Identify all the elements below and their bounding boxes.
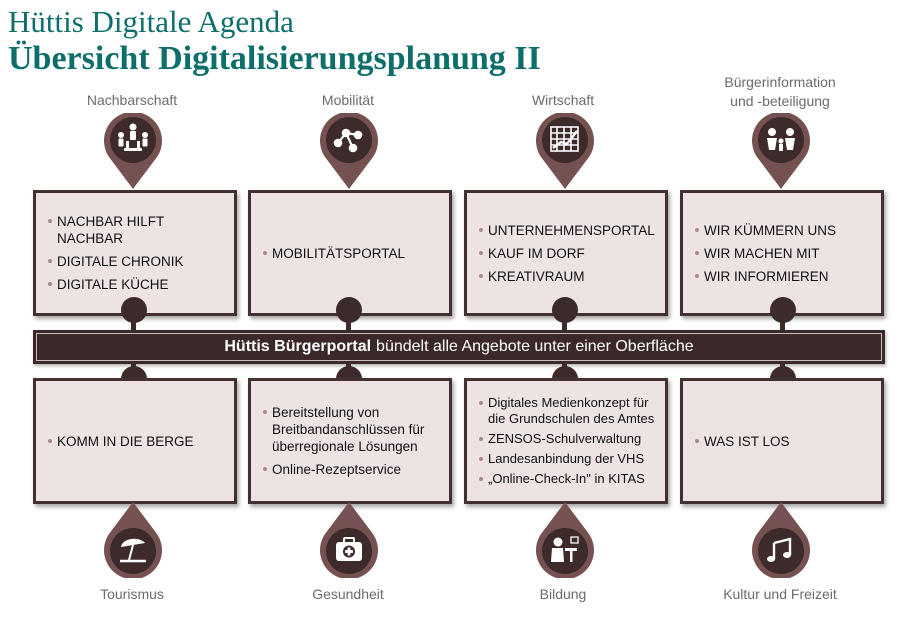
medical-kit-icon	[336, 537, 362, 561]
category-label-kultur: Kultur und Freizeit	[723, 586, 837, 602]
pin-nachbarschaft	[102, 113, 164, 191]
list-item: WIR INFORMIEREN	[695, 268, 871, 285]
connector-line	[562, 316, 567, 332]
list-item: MOBILITÄTSPORTAL	[263, 245, 439, 262]
category-label-mobilitaet: Mobilität	[321, 92, 375, 108]
pin-gesundheit	[318, 500, 380, 578]
connector-line	[131, 316, 136, 332]
box-bildung: Digitales Medienkonzept für die Grundsch…	[464, 378, 668, 504]
pin-wirtschaft	[534, 113, 596, 191]
category-label-bildung: Bildung	[539, 586, 587, 602]
category-label-line: und -beteiligung	[730, 93, 830, 109]
music-note-icon	[767, 537, 792, 562]
list-item: WAS IST LOS	[695, 433, 871, 450]
chart-icon	[550, 126, 579, 152]
box-tourismus: KOMM IN DIE BERGE	[33, 378, 237, 504]
box-wirtschaft: UNTERNEHMENSPORTAL KAUF IM DORF KREATIVR…	[464, 190, 668, 316]
list-item: Online-Rezeptservice	[263, 461, 439, 478]
people-icon	[118, 123, 148, 151]
box-mobilitaet: MOBILITÄTSPORTAL	[248, 190, 452, 316]
list-item: DIGITALE KÜCHE	[48, 276, 224, 293]
box-kultur: WAS IST LOS	[680, 378, 884, 504]
network-icon	[333, 128, 363, 153]
list-item: Digitales Medienkonzept für die Grundsch…	[479, 395, 655, 427]
category-label-wirtschaft: Wirtschaft	[531, 92, 595, 108]
connector-dot	[121, 297, 147, 323]
page-subtitle: Übersicht Digitalisierungsplanung II	[8, 40, 541, 77]
category-label-gesundheit: Gesundheit	[312, 586, 384, 602]
list-item: DIGITALE CHRONIK	[48, 253, 224, 270]
box-nachbarschaft: NACHBAR HILFT NACHBAR DIGITALE CHRONIK D…	[33, 190, 237, 316]
list-item: WIR MACHEN MIT	[695, 245, 871, 262]
beach-umbrella-icon	[120, 538, 146, 563]
category-label-line: Bürgerinformation	[724, 74, 836, 90]
list-item: WIR KÜMMERN UNS	[695, 222, 871, 239]
pin-kultur	[750, 500, 812, 578]
category-label-tourismus: Tourismus	[100, 586, 164, 602]
list-item: NACHBAR HILFT NACHBAR	[48, 213, 224, 247]
connector-line	[346, 316, 351, 332]
pin-mobilitaet	[318, 113, 380, 191]
list-item: Landesanbindung der VHS	[479, 451, 655, 467]
connector-dot	[552, 297, 578, 323]
banner-text: bündelt alle Angebote unter einer Oberfl…	[376, 338, 694, 355]
category-label-nachbarschaft: Nachbarschaft	[86, 92, 178, 108]
box-buergerinformation: WIR KÜMMERN UNS WIR MACHEN MIT WIR INFOR…	[680, 190, 884, 316]
connector-line	[780, 316, 785, 332]
list-item: „Online-Check-In" in KITAS	[479, 471, 655, 487]
connector-dot	[770, 297, 796, 323]
list-item: KREATIVRAUM	[479, 268, 655, 285]
connector-dot	[336, 297, 362, 323]
teacher-icon	[551, 536, 579, 562]
pin-tourismus	[102, 500, 164, 578]
pin-bildung	[534, 500, 596, 578]
banner-bold-text: Hüttis Bürgerportal	[224, 338, 372, 355]
list-item: KOMM IN DIE BERGE	[48, 433, 224, 450]
list-item: Bereitstellung von Breitbandanschlüssen …	[263, 404, 439, 455]
list-item: ZENSOS-Schulverwaltung	[479, 431, 655, 447]
page-title: Hüttis Digitale Agenda	[8, 4, 294, 39]
citizens-icon	[767, 128, 795, 151]
list-item: KAUF IM DORF	[479, 245, 655, 262]
box-gesundheit: Bereitstellung von Breitbandanschlüssen …	[248, 378, 452, 504]
pin-buergerinformation	[750, 113, 812, 191]
portal-banner: Hüttis Bürgerportal bündelt alle Angebot…	[33, 330, 885, 364]
category-label-buergerinformation: Bürgerinformation und -beteiligung	[680, 73, 880, 111]
list-item: UNTERNEHMENSPORTAL	[479, 222, 655, 239]
